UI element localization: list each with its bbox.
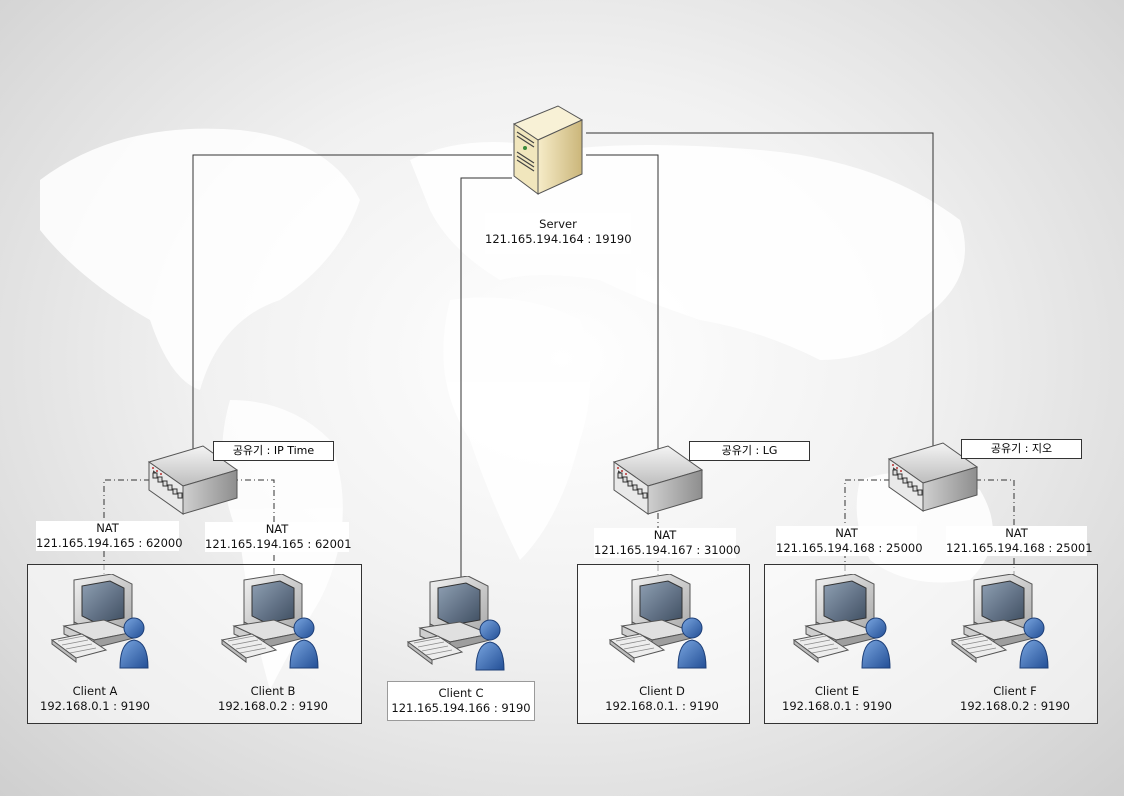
client-label-a: Client A 192.168.0.1 : 9190 — [30, 684, 160, 714]
client-label-b: Client B 192.168.0.2 : 9190 — [208, 684, 338, 714]
client-computer-icon — [950, 574, 1054, 672]
client-name: Client A — [72, 684, 118, 698]
client-name: Client D — [639, 684, 685, 698]
server-label: Server 121.165.194.164 : 19190 — [485, 213, 632, 254]
nat-label-d: NAT 121.165.194.167 : 31000 — [594, 528, 741, 558]
server-name: Server — [539, 217, 577, 231]
client-address: 192.168.0.1 : 9190 — [40, 699, 150, 713]
client-name: Client E — [814, 684, 860, 698]
router-label-lg: 공유기 : LG — [689, 441, 810, 461]
client-computer-icon — [50, 574, 154, 672]
nat-title: NAT — [835, 526, 858, 540]
nat-address: 121.165.194.168 : 25001 — [946, 541, 1093, 555]
link-server-client-c — [460, 177, 512, 580]
nat-label-b: NAT 121.165.194.165 : 62001 — [205, 522, 352, 552]
nat-label-a: NAT 121.165.194.165 : 62000 — [36, 521, 183, 551]
client-label-e: Client E 192.168.0.1 : 9190 — [772, 684, 902, 714]
client-name: Client C — [438, 686, 484, 700]
router-label-iptime: 공유기 : IP Time — [213, 441, 334, 461]
link-server-router-gio — [586, 132, 934, 450]
link-nat-a — [103, 479, 150, 580]
nat-label-f: NAT 121.165.194.168 : 25001 — [946, 526, 1093, 556]
client-address: 192.168.0.2 : 9190 — [218, 699, 328, 713]
client-address: 192.168.0.1 : 9190 — [782, 699, 892, 713]
nat-address: 121.165.194.168 : 25000 — [776, 541, 923, 555]
client-label-c: Client C 121.165.194.166 : 9190 — [387, 681, 535, 721]
client-name: Client F — [993, 684, 1037, 698]
server-links — [192, 132, 934, 580]
nat-label-e: NAT 121.165.194.168 : 25000 — [776, 526, 923, 556]
client-address: 192.168.0.2 : 9190 — [960, 699, 1070, 713]
nat-address: 121.165.194.165 : 62000 — [36, 536, 183, 550]
client-name: Client B — [250, 684, 296, 698]
client-label-d: Client D 192.168.0.1. : 9190 — [597, 684, 727, 714]
nat-address: 121.165.194.165 : 62001 — [205, 537, 352, 551]
nat-title: NAT — [96, 521, 119, 535]
router-label-gio: 공유기 : 지오 — [961, 439, 1082, 459]
client-computer-icon — [406, 576, 510, 674]
client-address: 121.165.194.166 : 9190 — [391, 701, 531, 715]
server-address: 121.165.194.164 : 19190 — [485, 232, 632, 246]
nat-title: NAT — [1005, 526, 1028, 540]
client-address: 192.168.0.1. : 9190 — [605, 699, 719, 713]
server-icon — [510, 104, 586, 196]
nat-title: NAT — [653, 528, 677, 542]
link-server-router-lg — [586, 154, 659, 455]
link-server-router-iptime — [192, 154, 512, 450]
client-label-f: Client F 192.168.0.2 : 9190 — [950, 684, 1080, 714]
client-computer-icon — [792, 574, 896, 672]
client-computer-icon — [608, 574, 712, 672]
client-computer-icon — [220, 574, 324, 672]
nat-address: 121.165.194.167 : 31000 — [594, 543, 741, 557]
link-nat-e — [844, 479, 890, 580]
nat-title: NAT — [265, 522, 289, 536]
